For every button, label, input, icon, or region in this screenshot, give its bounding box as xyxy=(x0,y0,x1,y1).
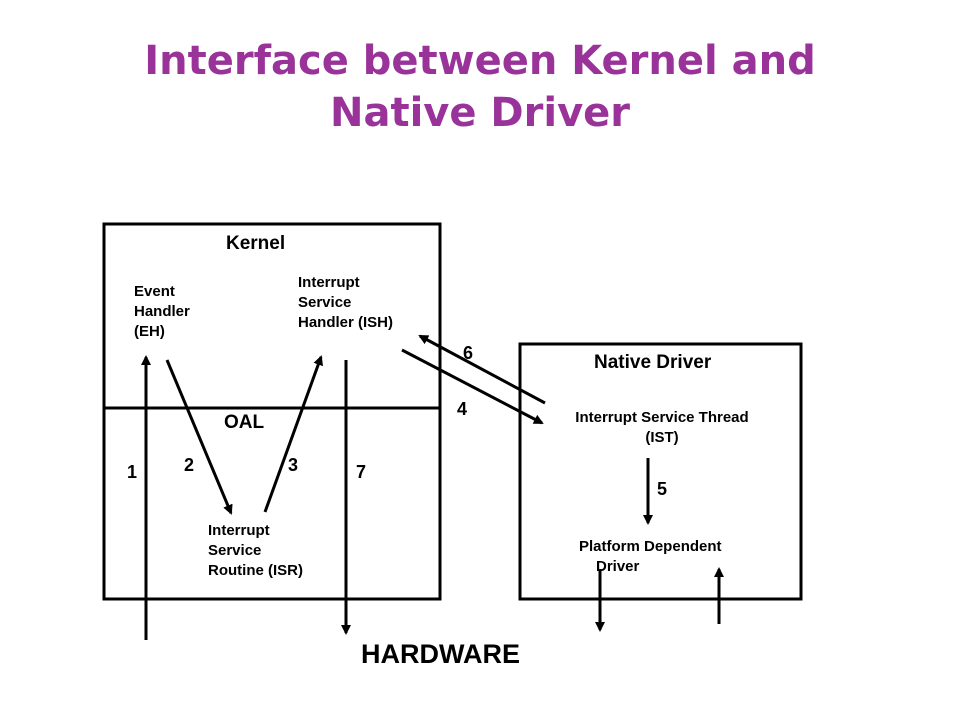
step-1-label: 1 xyxy=(127,462,138,482)
step-5-label: 5 xyxy=(657,479,668,499)
native-driver-label: Native Driver xyxy=(594,352,712,373)
ist-line-2: (IST) xyxy=(645,429,679,446)
kernel-label: Kernel xyxy=(226,233,286,254)
event-handler-line-2: Handler xyxy=(134,303,190,320)
hardware-label: HARDWARE xyxy=(361,639,520,669)
step-7-label: 7 xyxy=(356,462,367,482)
arrow-6 xyxy=(418,334,546,405)
title-line-1: Interface between Kernel and xyxy=(144,38,816,84)
pdd-label: Platform Dependent Driver xyxy=(579,537,722,577)
step-6-label: 6 xyxy=(463,343,474,363)
pdd-line-2: Driver xyxy=(596,558,640,575)
title-line-2: Native Driver xyxy=(330,90,630,136)
arrow-4 xyxy=(401,348,544,425)
isr-line-1: Interrupt xyxy=(208,522,270,539)
ish-line-2: Service xyxy=(298,294,352,311)
isr-label: Interrupt Service Routine (ISR) xyxy=(208,521,303,581)
ist-line-1: Interrupt Service Thread xyxy=(575,409,749,426)
event-handler-label: Event Handler (EH) xyxy=(134,282,190,342)
pdd-line-1: Platform Dependent xyxy=(579,538,722,555)
arrow-3 xyxy=(263,355,323,513)
isr-line-3: Routine (ISR) xyxy=(208,562,303,579)
ish-line-1: Interrupt xyxy=(298,274,360,291)
kernel-box xyxy=(102,222,442,601)
isr-line-2: Service xyxy=(208,542,262,559)
step-2-label: 2 xyxy=(184,455,195,475)
oal-label: OAL xyxy=(224,412,265,433)
step-4-label: 4 xyxy=(457,399,468,419)
event-handler-line-3: (EH) xyxy=(134,323,165,340)
page-title: Interface between Kernel and Native Driv… xyxy=(0,35,960,139)
event-handler-line-1: Event xyxy=(134,283,175,300)
ist-label: Interrupt Service Thread (IST) xyxy=(552,408,772,448)
arrow-2 xyxy=(165,359,233,515)
step-3-label: 3 xyxy=(288,455,299,475)
native-driver-box xyxy=(518,342,803,601)
ish-line-3: Handler (ISH) xyxy=(298,314,394,331)
ish-label: Interrupt Service Handler (ISH) xyxy=(298,273,393,333)
